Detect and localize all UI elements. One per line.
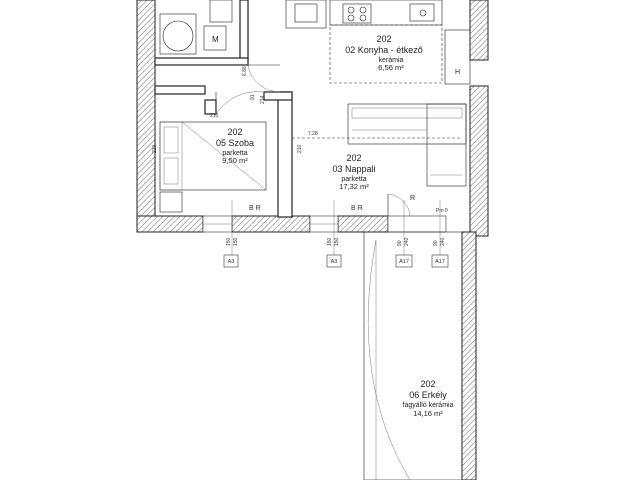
pillow-2 — [163, 157, 179, 185]
fridge-label: H — [455, 69, 460, 76]
w150d: 150 — [334, 237, 340, 246]
nightstand — [159, 191, 183, 213]
burner-4 — [359, 14, 367, 22]
tag-box-a3-1 — [223, 254, 239, 268]
kitchen: H 202 02 Konyha - étkező kerámia 6,56 m² — [285, 0, 471, 85]
sofa — [347, 103, 467, 187]
pillow-1 — [163, 126, 179, 154]
window-tags: A3 A3 A17 A17 — [223, 254, 449, 268]
tag-a3-1: A3 — [228, 259, 235, 265]
doors — [215, 64, 411, 217]
pm-zero: Pm 0 — [436, 208, 448, 214]
tag-a17-1: A17 — [399, 259, 409, 265]
balcony: 202 06 Erkély fagyálló kerámia 14,16 m² — [363, 231, 477, 480]
dim-686: 6.86 — [242, 66, 248, 76]
bedroom-floor: parketta — [222, 150, 247, 157]
fridge — [444, 29, 471, 85]
wall-bathroom-right — [239, 0, 249, 61]
w240b: 240 — [440, 237, 446, 246]
dimensions: 6.86 91 214 210 7.28 210 210 Pm 0 150 15… — [152, 66, 462, 260]
dim-210b: 210 — [152, 144, 158, 153]
balcony-name: 06 Erkély — [409, 390, 447, 400]
wall-bathroom-bottom — [154, 57, 249, 66]
dim-728: 7.28 — [308, 131, 318, 137]
shower-basin — [162, 20, 194, 52]
dim-214: 214 — [260, 95, 266, 104]
br-mark-bedroom: B R — [249, 205, 261, 212]
br-mark-living: B R — [351, 205, 363, 212]
w90a: 90 — [397, 240, 403, 246]
walls — [136, 0, 489, 237]
living-area: 17,32 m² — [339, 182, 369, 191]
dim-210c: 210 — [297, 144, 303, 153]
wall-left-exterior — [136, 0, 156, 233]
wall-bottom-living — [337, 215, 389, 233]
r-mark-door: R — [410, 195, 415, 202]
living-name: 03 Nappali — [332, 164, 375, 174]
sofa-back — [351, 107, 463, 119]
bedroom-area: 9,50 m² — [222, 156, 248, 165]
sink-drain — [419, 9, 427, 17]
washing-machine-label: M — [212, 35, 219, 44]
burner-2 — [359, 6, 367, 14]
sofa-chaise — [426, 103, 467, 187]
dim-91: 91 — [250, 94, 256, 100]
kitchen-counter — [329, 0, 443, 26]
balcony-floor: fagyálló kerámia — [403, 402, 454, 409]
bedroom-number: 202 — [227, 127, 242, 137]
tag-box-a17-2 — [431, 254, 449, 268]
kitchen-floor: kerámia — [379, 57, 404, 64]
balcony-outline — [363, 231, 463, 480]
wall-bottom-bedroom — [136, 215, 204, 233]
door-balcony-frame — [387, 215, 447, 233]
wall-right-exterior — [469, 0, 489, 61]
wall-partition-top — [263, 91, 293, 101]
wall-bottom-mid — [231, 215, 311, 233]
bedroom-door-swing — [215, 91, 265, 115]
shower-tray — [159, 13, 197, 55]
kitchen-number: 202 — [376, 34, 391, 44]
balcony-door-arc-large — [367, 239, 411, 480]
tag-a17-2: A17 — [435, 259, 445, 265]
tag-box-a17-1 — [395, 254, 413, 268]
bed-frame — [159, 121, 267, 191]
burner-3 — [347, 14, 355, 22]
dim-210a: 210 — [210, 113, 219, 119]
wall-bedroom-top — [154, 85, 206, 95]
washing-machine — [203, 25, 227, 51]
w150b: 150 — [233, 237, 239, 246]
living-number: 202 — [346, 153, 361, 163]
kitchen-pantry-inner — [294, 3, 318, 23]
bathroom: M — [159, 0, 233, 55]
burner-1 — [347, 6, 355, 14]
marks: B R B R R — [249, 195, 415, 212]
living-floor: parketta — [341, 176, 366, 183]
w240a: 240 — [404, 237, 410, 246]
wall-partition — [277, 91, 293, 218]
w90b: 90 — [433, 240, 439, 246]
bed — [159, 121, 267, 213]
w150a: 150 — [226, 237, 232, 246]
hall-door-swing — [247, 64, 281, 93]
bed-headboard — [159, 121, 183, 191]
balcony-right-wall — [461, 231, 477, 480]
bed-blanket-line — [181, 121, 267, 191]
balcony-area: 14,16 m² — [413, 409, 443, 418]
tag-box-a3-2 — [326, 254, 342, 268]
bedroom-name: 05 Szoba — [216, 138, 254, 148]
kitchen-pantry — [285, 0, 327, 29]
balcony-number: 202 — [420, 379, 435, 389]
wall-stub — [204, 99, 217, 115]
balcony-door-swing — [387, 193, 411, 217]
hob — [342, 3, 372, 24]
wall-right-exterior-2 — [469, 85, 489, 237]
tag-a3-2: A3 — [331, 259, 338, 265]
w150c: 150 — [327, 237, 333, 246]
kitchen-area: 6,56 m² — [378, 63, 404, 72]
sink — [409, 3, 435, 22]
bathroom-cabinet — [209, 0, 233, 23]
kitchen-name: 02 Konyha - étkező — [345, 45, 423, 55]
